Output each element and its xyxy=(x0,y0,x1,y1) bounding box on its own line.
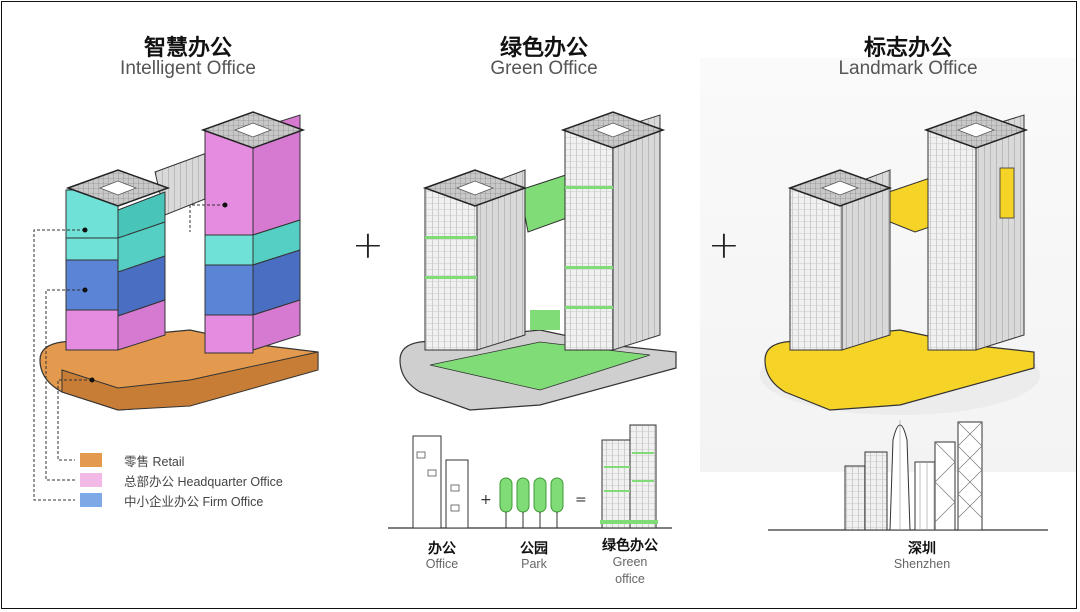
legend-swatch-firm xyxy=(80,493,102,507)
caption-green-office-en2: office xyxy=(615,572,645,586)
title-green-cn: 绿色办公 xyxy=(499,36,588,61)
legend-swatch-retail xyxy=(80,453,102,467)
caption-park-cn: 公园 xyxy=(520,541,548,557)
title-intelligent-en: Intelligent Office xyxy=(120,58,256,79)
caption-shenzhen-en: Shenzhen xyxy=(893,557,951,571)
landmark-office-building xyxy=(760,111,1040,415)
green-equation-diagram xyxy=(388,424,672,529)
caption-office-cn: 办公 xyxy=(428,541,456,557)
caption-green-office-en: Green xyxy=(612,555,648,569)
legend-label-firm: 中小企业办公 Firm Office xyxy=(124,494,264,509)
title-intelligent-cn: 智慧办公 xyxy=(143,36,232,61)
intelligent-office-building xyxy=(33,111,319,501)
legend-item-retail: 零售 Retail xyxy=(80,452,185,469)
legend-item-firm: 中小企业办公 Firm Office xyxy=(80,492,264,509)
legend-swatch-hq xyxy=(80,473,102,487)
title-landmark-en: Landmark Office xyxy=(838,58,978,79)
caption-shenzhen-cn: 深圳 xyxy=(908,541,936,557)
plus-sign-1: + xyxy=(352,223,384,267)
title-green-en: Green Office xyxy=(490,58,598,79)
caption-office-en: Office xyxy=(425,557,459,571)
equation-plus: + xyxy=(480,492,492,508)
legend-item-hq: 总部办公 Headquarter Office xyxy=(80,472,283,489)
shenzhen-skyline xyxy=(768,420,1048,531)
legend-label-hq: 总部办公 Headquarter Office xyxy=(124,474,283,489)
equation-equals: = xyxy=(575,492,587,508)
plus-sign-2: + xyxy=(708,223,740,267)
green-office-building xyxy=(399,111,677,411)
title-landmark-cn: 标志办公 xyxy=(863,36,952,61)
legend-label-retail: 零售 Retail xyxy=(124,454,185,469)
caption-green-office-cn: 绿色办公 xyxy=(602,538,658,554)
caption-park-en: Park xyxy=(521,557,547,571)
